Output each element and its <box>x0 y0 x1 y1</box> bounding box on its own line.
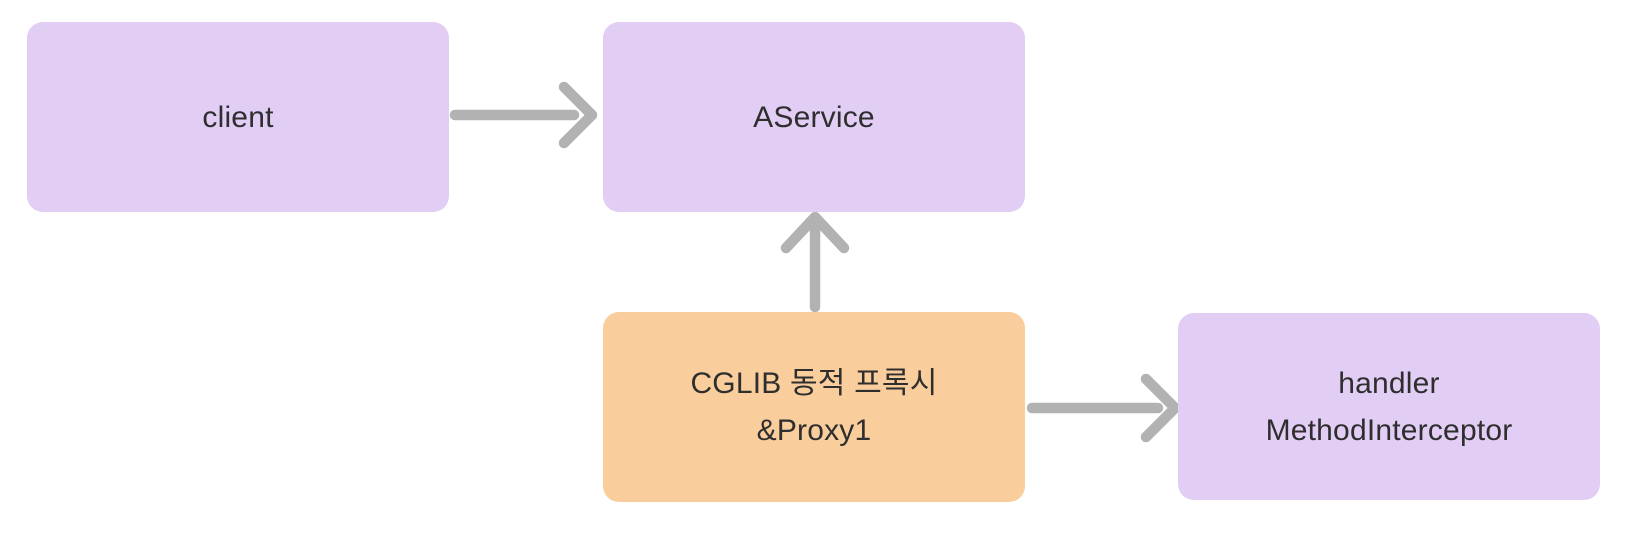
node-handler-label-line1: handler <box>1338 366 1440 400</box>
arrow-cglibproxy-to-aservice <box>780 211 850 313</box>
node-cglib-proxy-label-line1: CGLIB 동적 프록시 <box>690 367 938 400</box>
node-aservice: AService <box>603 22 1025 212</box>
node-client-label: client <box>202 100 274 134</box>
arrow-head-icon <box>1140 373 1181 443</box>
arrow-head-icon <box>780 211 850 254</box>
node-cglib-proxy-label-line2: &Proxy1 <box>756 414 872 447</box>
node-aservice-label: AService <box>753 100 875 134</box>
node-client: client <box>27 22 449 212</box>
arrow-head-icon <box>558 81 598 149</box>
arrow-client-to-aservice <box>449 81 598 149</box>
node-handler-label-line2: MethodInterceptor <box>1265 413 1513 447</box>
node-handler: handler MethodInterceptor <box>1178 313 1600 500</box>
node-cglib-proxy: CGLIB 동적 프록시 &Proxy1 <box>603 312 1025 502</box>
arrow-cglibproxy-to-handler <box>1026 373 1181 443</box>
